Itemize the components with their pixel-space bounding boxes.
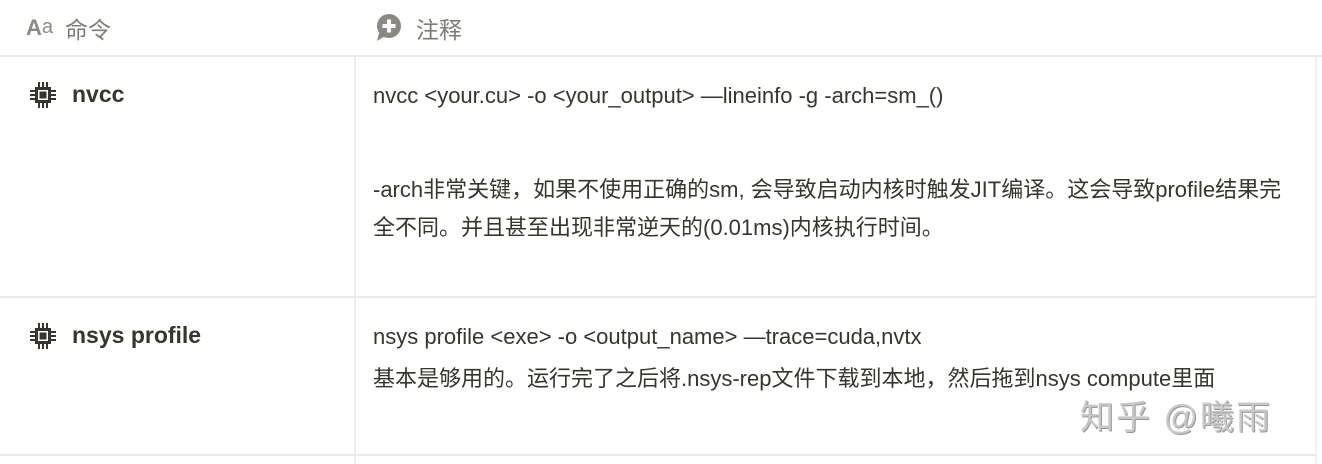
row-note[interactable]: nsys profile <exe> -o <output_name> —tra… (373, 316, 1293, 400)
column-header-label: 命令 (65, 16, 112, 43)
row-name-label: nsys profile (72, 322, 202, 348)
watermark: 知乎 @曦雨 (1080, 399, 1272, 437)
note-line: nvcc <your.cu> -o <your_output> —lineinf… (373, 83, 944, 108)
chip-icon (30, 322, 56, 349)
chip-icon (30, 81, 56, 108)
column-header-note[interactable]: 注释 (374, 0, 462, 55)
row-name[interactable]: nsys profile (30, 322, 201, 349)
note-line: nsys profile <exe> -o <output_name> —tra… (373, 324, 922, 349)
row-name[interactable]: nvcc (30, 81, 124, 108)
column-divider (354, 57, 356, 464)
column-header-label: 注释 (416, 16, 462, 43)
row-name-label: nvcc (72, 81, 125, 107)
row-note[interactable]: nvcc <your.cu> -o <your_output> —lineinf… (373, 77, 1293, 247)
note-line: 基本是够用的。运行完了之后将.nsys-rep文件下载到本地，然后拖到nsys … (373, 366, 1216, 391)
table-right-border (1315, 57, 1317, 464)
table-row[interactable]: nsys profile nsys profile <exe> -o <outp… (0, 298, 1316, 456)
comment-plus-icon (374, 13, 404, 43)
note-line: -arch非常关键，如果不使用正确的sm, 会导致启动内核时触发JIT编译。这会… (373, 177, 1282, 240)
table-row[interactable]: nvcc nvcc <your.cu> -o <your_output> —li… (0, 57, 1316, 298)
